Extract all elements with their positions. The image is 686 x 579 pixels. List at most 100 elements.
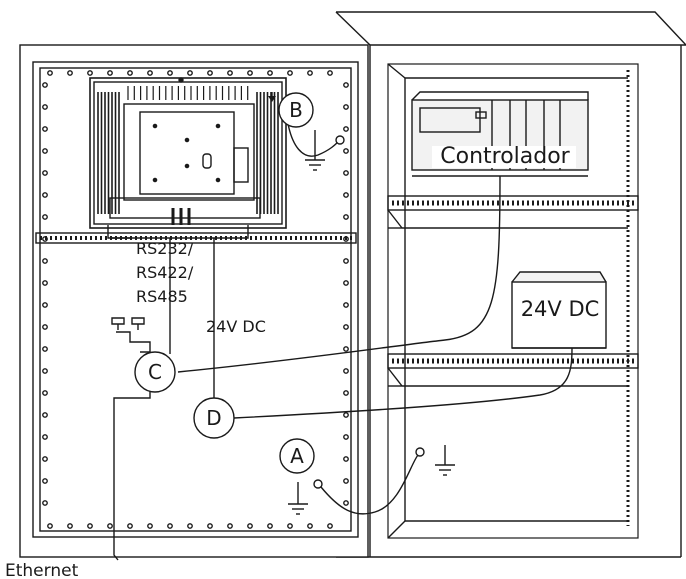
rivet bbox=[343, 434, 349, 440]
rivet bbox=[227, 70, 233, 76]
rivet bbox=[247, 70, 253, 76]
controller-cable bbox=[177, 175, 501, 373]
rivet bbox=[107, 523, 113, 529]
rivet bbox=[207, 70, 213, 76]
rivet bbox=[167, 523, 173, 529]
callout-b-label: B bbox=[289, 98, 303, 122]
rivet bbox=[67, 523, 73, 529]
rivet bbox=[287, 523, 293, 529]
rivet bbox=[343, 214, 349, 220]
heatsink-fins-left bbox=[97, 86, 249, 214]
rivet bbox=[42, 412, 48, 418]
heatsink-fins-right bbox=[256, 92, 279, 214]
rivet bbox=[343, 258, 349, 264]
rivet bbox=[127, 523, 133, 529]
rivet bbox=[307, 523, 313, 529]
rivet bbox=[267, 523, 273, 529]
ground-wire-b bbox=[285, 109, 341, 157]
rivet bbox=[42, 280, 48, 286]
rivet bbox=[47, 523, 53, 529]
dc-wire-label: 24V DC bbox=[206, 317, 266, 336]
rivet bbox=[42, 500, 48, 506]
serial-label-line3: RS485 bbox=[136, 287, 188, 306]
power-supply bbox=[511, 271, 607, 349]
rivet bbox=[42, 170, 48, 176]
rivet bbox=[343, 302, 349, 308]
rivet bbox=[42, 258, 48, 264]
rivet bbox=[327, 523, 333, 529]
rivet bbox=[207, 523, 213, 529]
rivet bbox=[187, 523, 193, 529]
callout-d-label: D bbox=[206, 406, 221, 430]
ethernet-ports bbox=[116, 331, 151, 353]
rivet bbox=[42, 434, 48, 440]
rivet bbox=[267, 70, 273, 76]
rivet bbox=[343, 412, 349, 418]
callout-a: A bbox=[279, 438, 315, 474]
rivet bbox=[167, 70, 173, 76]
ethernet-cable bbox=[113, 390, 151, 561]
serial-label-line2: RS422/ bbox=[136, 263, 194, 282]
rivet bbox=[42, 368, 48, 374]
rivet bbox=[42, 478, 48, 484]
rivet bbox=[343, 104, 349, 110]
rivet bbox=[343, 324, 349, 330]
shelf-middle bbox=[387, 353, 639, 387]
rivet bbox=[343, 280, 349, 286]
rivet bbox=[343, 368, 349, 374]
rivet bbox=[42, 324, 48, 330]
serial-label-line1: RS232/ bbox=[136, 239, 194, 258]
power-supply-label: 24V DC bbox=[521, 297, 600, 321]
rivet bbox=[42, 346, 48, 352]
power-cable bbox=[233, 347, 573, 419]
rivet bbox=[343, 82, 349, 88]
rivet bbox=[47, 70, 53, 76]
callout-a-label: A bbox=[290, 444, 304, 468]
callout-c: C bbox=[134, 351, 176, 393]
rivet bbox=[227, 523, 233, 529]
callout-d: D bbox=[193, 397, 235, 439]
wiring bbox=[111, 109, 573, 561]
rivet bbox=[42, 192, 48, 198]
rivet bbox=[343, 478, 349, 484]
rivet bbox=[67, 70, 73, 76]
rivet bbox=[87, 70, 93, 76]
rivet bbox=[42, 148, 48, 154]
rivet bbox=[42, 82, 48, 88]
rivet bbox=[343, 192, 349, 198]
controller bbox=[411, 91, 589, 177]
rivet bbox=[343, 346, 349, 352]
rivet bbox=[327, 70, 333, 76]
rivet bbox=[147, 70, 153, 76]
rivet bbox=[343, 456, 349, 462]
callout-c-label: C bbox=[148, 360, 162, 384]
rivet bbox=[343, 170, 349, 176]
rivet bbox=[343, 390, 349, 396]
rivet bbox=[287, 70, 293, 76]
rivet bbox=[42, 456, 48, 462]
rivet bbox=[42, 214, 48, 220]
rivet bbox=[107, 70, 113, 76]
hmi-panel bbox=[89, 77, 287, 239]
controller-label: Controlador bbox=[440, 144, 570, 169]
ground-wire-a bbox=[320, 454, 419, 515]
rivet bbox=[147, 523, 153, 529]
callout-b: B bbox=[268, 92, 314, 128]
rivet bbox=[343, 500, 349, 506]
rivet bbox=[127, 70, 133, 76]
rivet bbox=[247, 523, 253, 529]
rivet bbox=[42, 390, 48, 396]
rivet bbox=[343, 148, 349, 154]
rivet bbox=[187, 70, 193, 76]
rivet bbox=[87, 523, 93, 529]
rivet bbox=[42, 104, 48, 110]
rivet bbox=[42, 302, 48, 308]
cabinet-body bbox=[335, 11, 686, 558]
rivet bbox=[343, 126, 349, 132]
rivet bbox=[42, 126, 48, 132]
shelf-top bbox=[387, 195, 639, 229]
ethernet-label: Ethernet bbox=[5, 561, 79, 579]
rivet bbox=[307, 70, 313, 76]
